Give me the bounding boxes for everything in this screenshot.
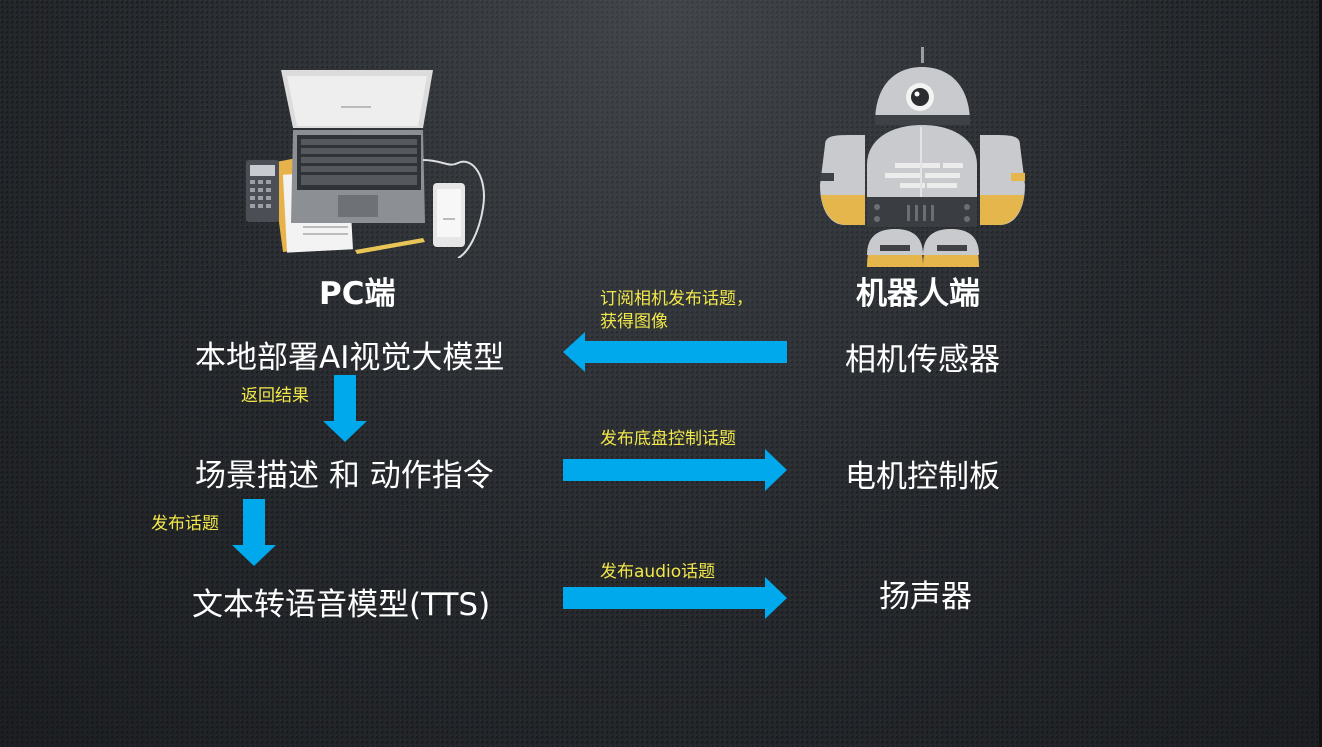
arrow-scene-to-tts (232, 499, 276, 566)
robot-icon (815, 45, 1030, 267)
arrow-scene-to-motor (563, 449, 787, 491)
return-result-label: 返回结果 (241, 386, 309, 406)
publish-audio-label: 发布audio话题 (600, 562, 716, 582)
arrow-model-to-scene (323, 375, 367, 442)
arrow-tts-to-speaker (563, 577, 787, 619)
speaker-node: 扬声器 (879, 579, 972, 615)
subscribe-camera-label: 订阅相机发布话题， 获得图像 (600, 288, 753, 334)
arrow-camera-to-model (563, 332, 787, 372)
publish-topic-label: 发布话题 (151, 514, 219, 534)
publish-chassis-label: 发布底盘控制话题 (600, 429, 736, 449)
scene-action-node: 场景描述 和 动作指令 (195, 458, 494, 494)
subscribe-camera-label-line2: 获得图像 (600, 312, 668, 332)
camera-sensor-node: 相机传感器 (845, 342, 1000, 378)
laptop-desk-icon (243, 68, 493, 259)
robot-side-header: 机器人端 (856, 276, 980, 312)
subscribe-camera-label-line1: 订阅相机发布话题， (600, 289, 753, 309)
vision-model-node: 本地部署AI视觉大模型 (195, 340, 505, 376)
frame-edge (1319, 0, 1322, 747)
tts-model-node: 文本转语音模型(TTS) (192, 587, 491, 623)
motor-board-node: 电机控制板 (845, 459, 1000, 495)
pc-side-header: PC端 (319, 276, 396, 312)
